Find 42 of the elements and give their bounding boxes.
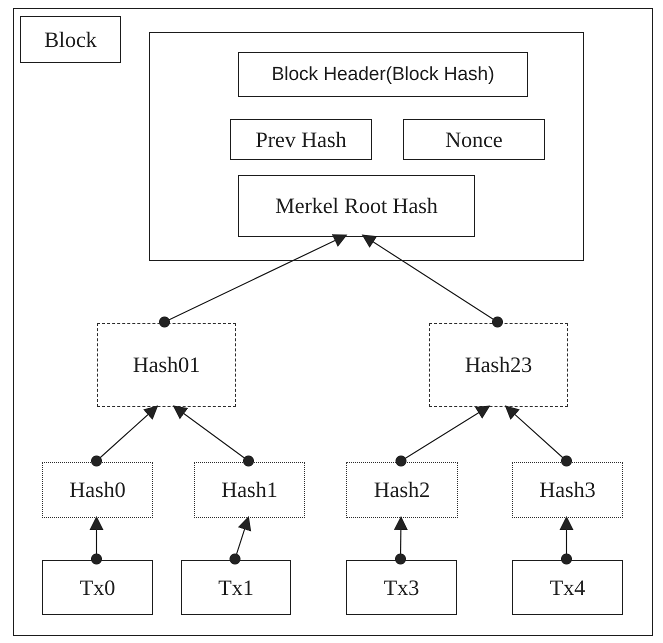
arrow [230,516,252,564]
arrow [396,405,490,466]
node-label: Tx0 [80,576,116,598]
hash-box [429,323,568,407]
node-label: Block [44,28,97,50]
arrow [504,405,572,466]
transaction-box [42,560,153,615]
arrow [362,234,503,328]
arrow [159,234,348,328]
header-box [238,52,528,97]
arrow [560,516,574,564]
node-label: Prev Hash [255,128,347,150]
header-container [149,32,584,261]
node-label: Nonce [445,128,503,150]
hash-box [42,462,153,518]
node-label: Tx4 [550,576,586,598]
hash-box [512,462,623,518]
node-label: Hash2 [374,479,430,501]
node-label: Tx3 [384,576,420,598]
arrow [90,516,104,564]
hash-box [346,462,458,518]
hash-box [194,462,305,518]
arrow [394,516,408,564]
node-label: Hash0 [69,479,126,501]
field-box [238,175,475,237]
node-label: Hash3 [539,479,596,501]
node-label: Hash01 [132,354,200,376]
transaction-box [346,560,457,615]
node-label: Hash1 [221,479,278,501]
node-label: Tx1 [218,576,254,598]
field-box [230,119,372,160]
field-box [403,119,545,160]
transaction-box [181,560,291,615]
hash-box [97,323,236,407]
node-label: Hash23 [464,354,532,376]
arrow [91,405,158,466]
node-label: Block Header(Block Hash) [272,65,494,84]
transaction-box [512,560,623,615]
arrow [172,405,254,466]
outer-frame [13,8,653,636]
node-label: Merkel Root Hash [275,195,438,217]
label-box [20,16,121,63]
